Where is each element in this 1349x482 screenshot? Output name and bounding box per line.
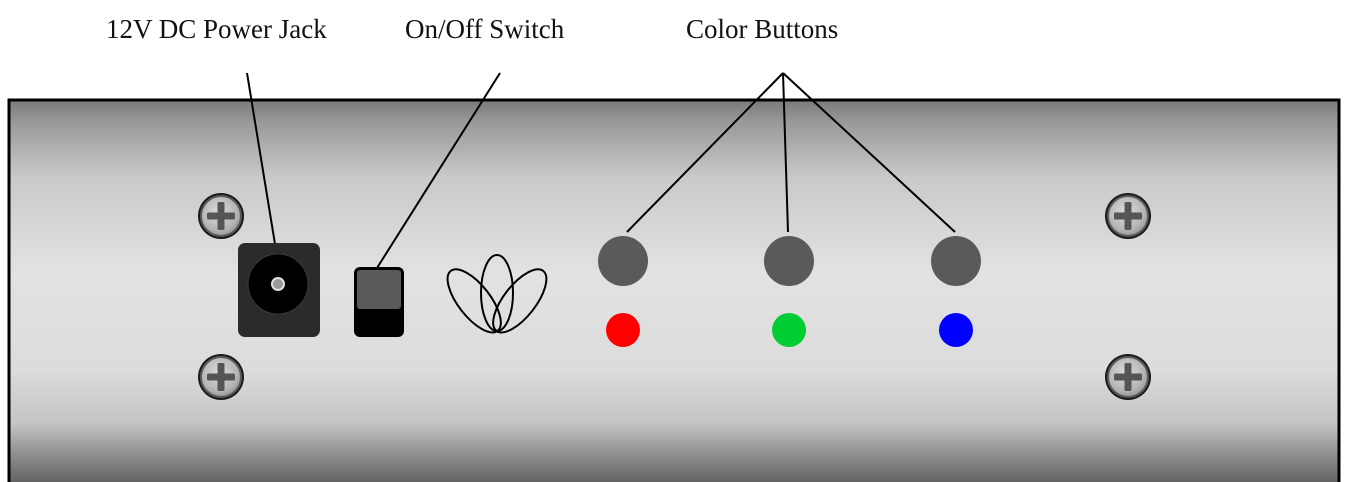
- power-jack-leader-line: [246, 72, 276, 245]
- color-button-red-leader-line: [626, 72, 784, 233]
- panel-body: [7, 98, 1341, 482]
- color-buttons-label: Color Buttons: [686, 14, 839, 44]
- lotus-logo-icon: [446, 254, 548, 334]
- red-color-button[interactable]: [598, 236, 648, 286]
- red-indicator-led: [606, 313, 640, 347]
- screw-icon-bottom-right: [1104, 353, 1152, 401]
- blue-indicator-led: [939, 313, 973, 347]
- on-off-switch-leader-line: [376, 72, 501, 269]
- screw-icon-bottom-left: [197, 353, 245, 401]
- on-off-switch[interactable]: [354, 267, 404, 337]
- green-indicator-led: [772, 313, 806, 347]
- screw-icon-top-left: [197, 192, 245, 240]
- color-button-green-leader-line: [782, 72, 789, 233]
- power-jack-label: 12V DC Power Jack: [106, 14, 327, 44]
- screw-icon-top-right: [1104, 192, 1152, 240]
- color-button-blue-leader-line: [782, 72, 956, 233]
- green-color-button[interactable]: [764, 236, 814, 286]
- on-off-switch-label: On/Off Switch: [405, 14, 565, 44]
- power-jack[interactable]: [238, 243, 320, 337]
- blue-color-button[interactable]: [931, 236, 981, 286]
